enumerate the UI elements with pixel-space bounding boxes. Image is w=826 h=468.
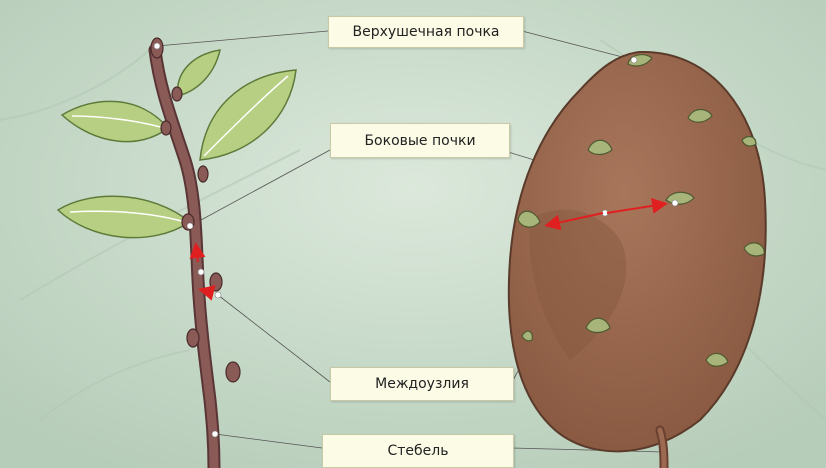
lateral-bud-6: [187, 329, 199, 347]
label-internodes: Междоузлия: [330, 367, 514, 401]
label-lateral-buds: Боковые почки: [330, 123, 510, 158]
label-stem: Стебель: [322, 434, 514, 468]
lateral-bud-1: [172, 87, 182, 101]
lateral-bud-7: [226, 362, 240, 382]
lateral-bud-5: [210, 273, 222, 291]
lateral-bud-2: [161, 121, 171, 135]
label-apical-bud: Верхушечная почка: [328, 16, 524, 48]
lateral-bud-3: [198, 166, 208, 182]
